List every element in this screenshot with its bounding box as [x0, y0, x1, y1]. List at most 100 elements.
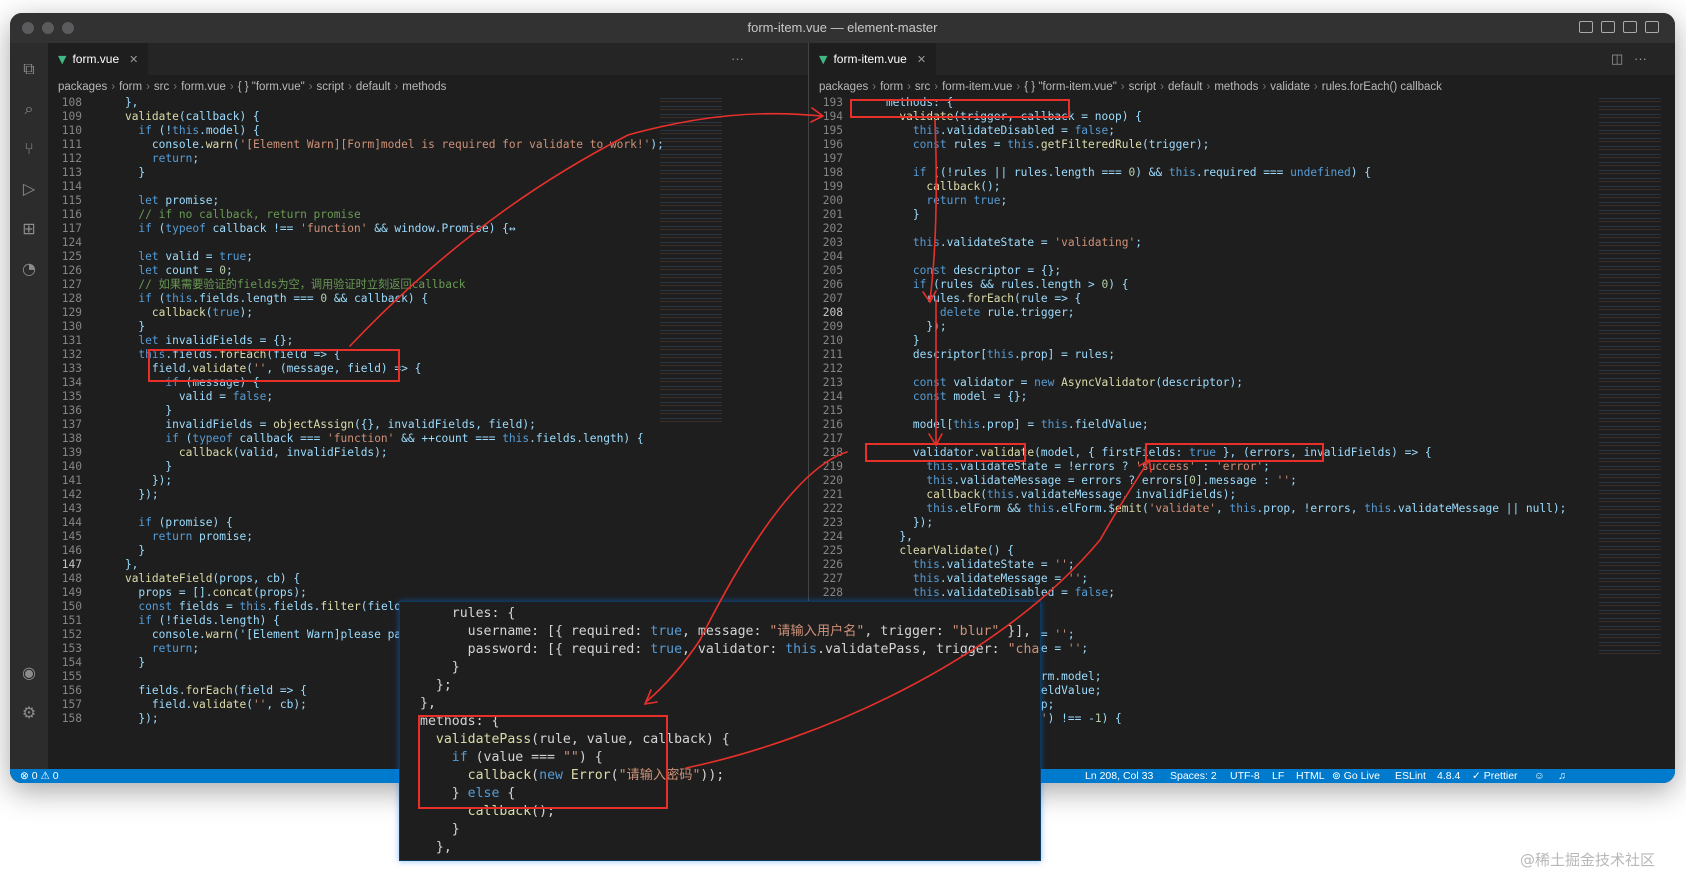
- line-text: },: [98, 96, 139, 109]
- breadcrumb-separator: ›: [1262, 81, 1267, 93]
- breadcrumb-item[interactable]: packages: [58, 81, 108, 93]
- breadcrumb-item[interactable]: default: [1167, 81, 1203, 93]
- line-text: callback(true);: [151, 306, 253, 319]
- line-number: 127: [61, 278, 82, 291]
- line-text: if ((!rules || rules.length === 0) && th…: [912, 166, 1371, 179]
- extensions-icon[interactable]: ⊞: [22, 219, 36, 238]
- zoom-window-button[interactable]: [62, 22, 74, 34]
- line-number: 145: [61, 530, 82, 543]
- breadcrumb-item[interactable]: form.vue: [181, 81, 226, 93]
- line-text: const model = {};: [912, 390, 1028, 403]
- arrowhead-1: [810, 107, 825, 123]
- line-text: }: [98, 460, 173, 473]
- breadcrumb-item[interactable]: packages: [819, 81, 869, 93]
- cursor-position[interactable]: Ln 208, Col 33: [1085, 770, 1154, 782]
- line-number: 197: [822, 152, 843, 165]
- line-number: 115: [61, 194, 82, 207]
- breadcrumb-item[interactable]: { } "form.vue": [237, 81, 305, 93]
- tab-form-vue[interactable]: ▼ form.vue ✕: [48, 43, 149, 75]
- source-control-icon[interactable]: ⑂: [24, 139, 34, 158]
- breadcrumb-item[interactable]: src: [914, 81, 931, 93]
- breadcrumb[interactable]: packages›form›src›form-item.vue›{ } "for…: [819, 81, 1442, 93]
- close-window-button[interactable]: [22, 22, 34, 34]
- line-number: 209: [822, 320, 843, 333]
- breadcrumb[interactable]: packages›form›src›form.vue›{ } "form.vue…: [58, 81, 446, 93]
- close-tab-icon[interactable]: ✕: [916, 53, 927, 66]
- encoding[interactable]: UTF-8: [1230, 770, 1260, 782]
- tab-label: form.vue: [72, 52, 120, 66]
- line-text: if (!fields.length) {: [138, 614, 280, 627]
- line-number: 150: [61, 600, 82, 613]
- manage-gear-icon[interactable]: ⚙: [21, 703, 37, 722]
- popup-code-line: if (value === "") {: [451, 750, 603, 765]
- typescript-version[interactable]: 4.8.4: [1437, 770, 1461, 782]
- notifications-icon[interactable]: ♫: [1558, 770, 1566, 782]
- line-number: 224: [822, 530, 843, 543]
- account-icon[interactable]: ◉: [22, 663, 36, 682]
- breadcrumb-item[interactable]: form: [119, 81, 143, 93]
- minimap[interactable]: [660, 96, 722, 426]
- line-text: this.validateState = 'validating';: [912, 236, 1142, 249]
- close-tab-icon[interactable]: ✕: [129, 53, 139, 66]
- breadcrumb-separator: ›: [1120, 81, 1125, 93]
- more-actions-icon[interactable]: ···: [1634, 51, 1647, 66]
- line-number: 213: [822, 376, 843, 389]
- remote-explorer-icon[interactable]: ◔: [22, 259, 36, 278]
- eslint-status[interactable]: ESLint: [1395, 770, 1426, 782]
- line-number: 220: [822, 474, 843, 487]
- explorer-icon[interactable]: ⧉: [23, 59, 35, 78]
- end-of-line[interactable]: LF: [1272, 770, 1285, 782]
- breadcrumb-item[interactable]: script: [1128, 81, 1157, 93]
- line-number: 156: [61, 684, 82, 697]
- highlight-validatepass-body: [418, 715, 668, 809]
- line-number: 124: [61, 236, 82, 249]
- language-mode[interactable]: HTML: [1296, 770, 1325, 782]
- line-number: 109: [61, 110, 82, 123]
- breadcrumb-item[interactable]: form-item.vue: [942, 81, 1013, 93]
- breadcrumb-item[interactable]: default: [355, 81, 391, 93]
- line-number: 143: [61, 502, 82, 515]
- line-number: 194: [822, 110, 843, 123]
- breadcrumb-separator: ›: [1313, 81, 1318, 93]
- tab-form-item-vue[interactable]: ▼ form-item.vue ✕: [809, 43, 937, 75]
- line-number: 133: [61, 362, 82, 375]
- line-number: 146: [61, 544, 82, 557]
- run-debug-icon[interactable]: ▷: [22, 179, 36, 198]
- toggle-secondary-sidebar-icon[interactable]: [1623, 21, 1637, 33]
- toggle-panel-icon[interactable]: [1601, 21, 1615, 33]
- line-text: });: [859, 516, 934, 529]
- breadcrumb-item[interactable]: methods: [402, 81, 447, 93]
- line-text: }: [98, 166, 146, 179]
- breadcrumb-item[interactable]: validate: [1270, 81, 1310, 93]
- highlight-validator-validate: [865, 443, 1026, 462]
- line-text: rules.forEach(rule => {: [859, 292, 1082, 305]
- split-editor-icon[interactable]: ◫: [1611, 51, 1624, 66]
- search-icon[interactable]: ⌕: [24, 99, 34, 118]
- breadcrumb-item[interactable]: form: [880, 81, 904, 93]
- breadcrumb-item[interactable]: src: [153, 81, 170, 93]
- feedback-icon[interactable]: ☺: [1534, 770, 1545, 782]
- line-number: 126: [61, 264, 82, 277]
- breadcrumb-separator: ›: [308, 81, 313, 93]
- minimize-window-button[interactable]: [42, 22, 54, 34]
- line-text: });: [98, 488, 159, 501]
- breadcrumb-item[interactable]: script: [316, 81, 345, 93]
- customize-layout-icon[interactable]: [1645, 21, 1659, 33]
- popup-code-line: };: [420, 678, 452, 693]
- breadcrumb-item[interactable]: methods: [1214, 81, 1259, 93]
- breadcrumb-item[interactable]: { } "form-item.vue": [1024, 81, 1117, 93]
- more-actions-icon[interactable]: ···: [731, 51, 744, 66]
- line-text: const validator = new AsyncValidator(des…: [912, 376, 1243, 389]
- breadcrumb-item[interactable]: rules.forEach() callback: [1321, 81, 1442, 93]
- line-text: return;: [151, 642, 200, 655]
- prettier-status[interactable]: ✓ Prettier: [1472, 770, 1518, 782]
- line-text: if (!this.model) {: [138, 124, 260, 137]
- problems-indicator[interactable]: ⊗ 0 ⚠ 0: [20, 770, 59, 782]
- minimap[interactable]: [1599, 96, 1661, 656]
- toggle-primary-sidebar-icon[interactable]: [1579, 21, 1593, 33]
- golive-button[interactable]: ⊚ Go Live: [1332, 769, 1380, 783]
- line-text: field.validate('', (message, field) => {: [98, 362, 422, 375]
- line-number: 155: [61, 670, 82, 683]
- split-divider[interactable]: [808, 43, 809, 769]
- indentation[interactable]: Spaces: 2: [1170, 770, 1217, 782]
